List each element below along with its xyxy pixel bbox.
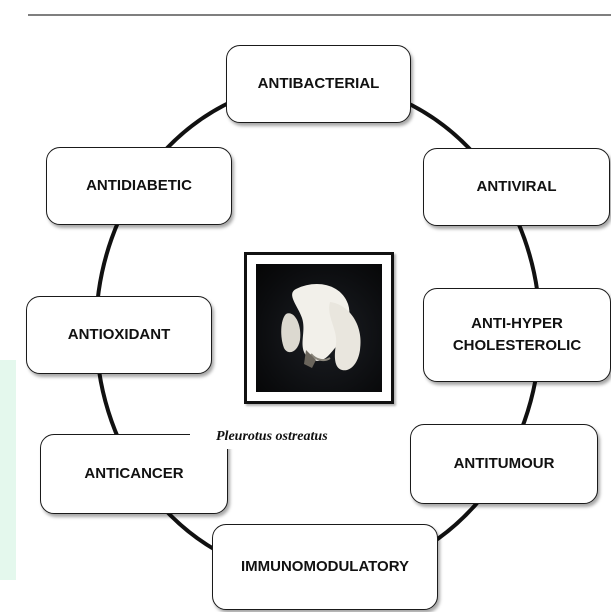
- node-antiviral: ANTIVIRAL: [423, 148, 610, 226]
- node-antidiabetic-label: ANTIDIABETIC: [86, 175, 192, 197]
- mushroom-photo: [256, 264, 382, 392]
- node-antioxidant: ANTIOXIDANT: [26, 296, 212, 374]
- node-antidiabetic: ANTIDIABETIC: [46, 147, 232, 225]
- node-immunomodulatory-label: IMMUNOMODULATORY: [241, 556, 409, 578]
- center-image-frame: [244, 252, 394, 404]
- species-name: Pleurotus ostreatus: [216, 429, 328, 445]
- node-anti-hyper-cholesterolic-label: ANTI-HYPER CHOLESTEROLIC: [453, 313, 581, 357]
- node-antibacterial-label: ANTIBACTERIAL: [258, 73, 380, 95]
- node-immunomodulatory: IMMUNOMODULATORY: [212, 524, 438, 610]
- center-caption: Pleurotus ostreatus: [190, 425, 370, 449]
- node-antitumour-label: ANTITUMOUR: [454, 453, 555, 475]
- node-antitumour: ANTITUMOUR: [410, 424, 598, 504]
- node-anticancer-label: ANTICANCER: [84, 463, 183, 485]
- node-antioxidant-label: ANTIOXIDANT: [68, 324, 171, 346]
- node-antibacterial: ANTIBACTERIAL: [226, 45, 411, 123]
- node-antiviral-label: ANTIVIRAL: [477, 176, 557, 198]
- mushroom-icon: [256, 264, 382, 392]
- node-anti-hyper-cholesterolic: ANTI-HYPER CHOLESTEROLIC: [423, 288, 611, 382]
